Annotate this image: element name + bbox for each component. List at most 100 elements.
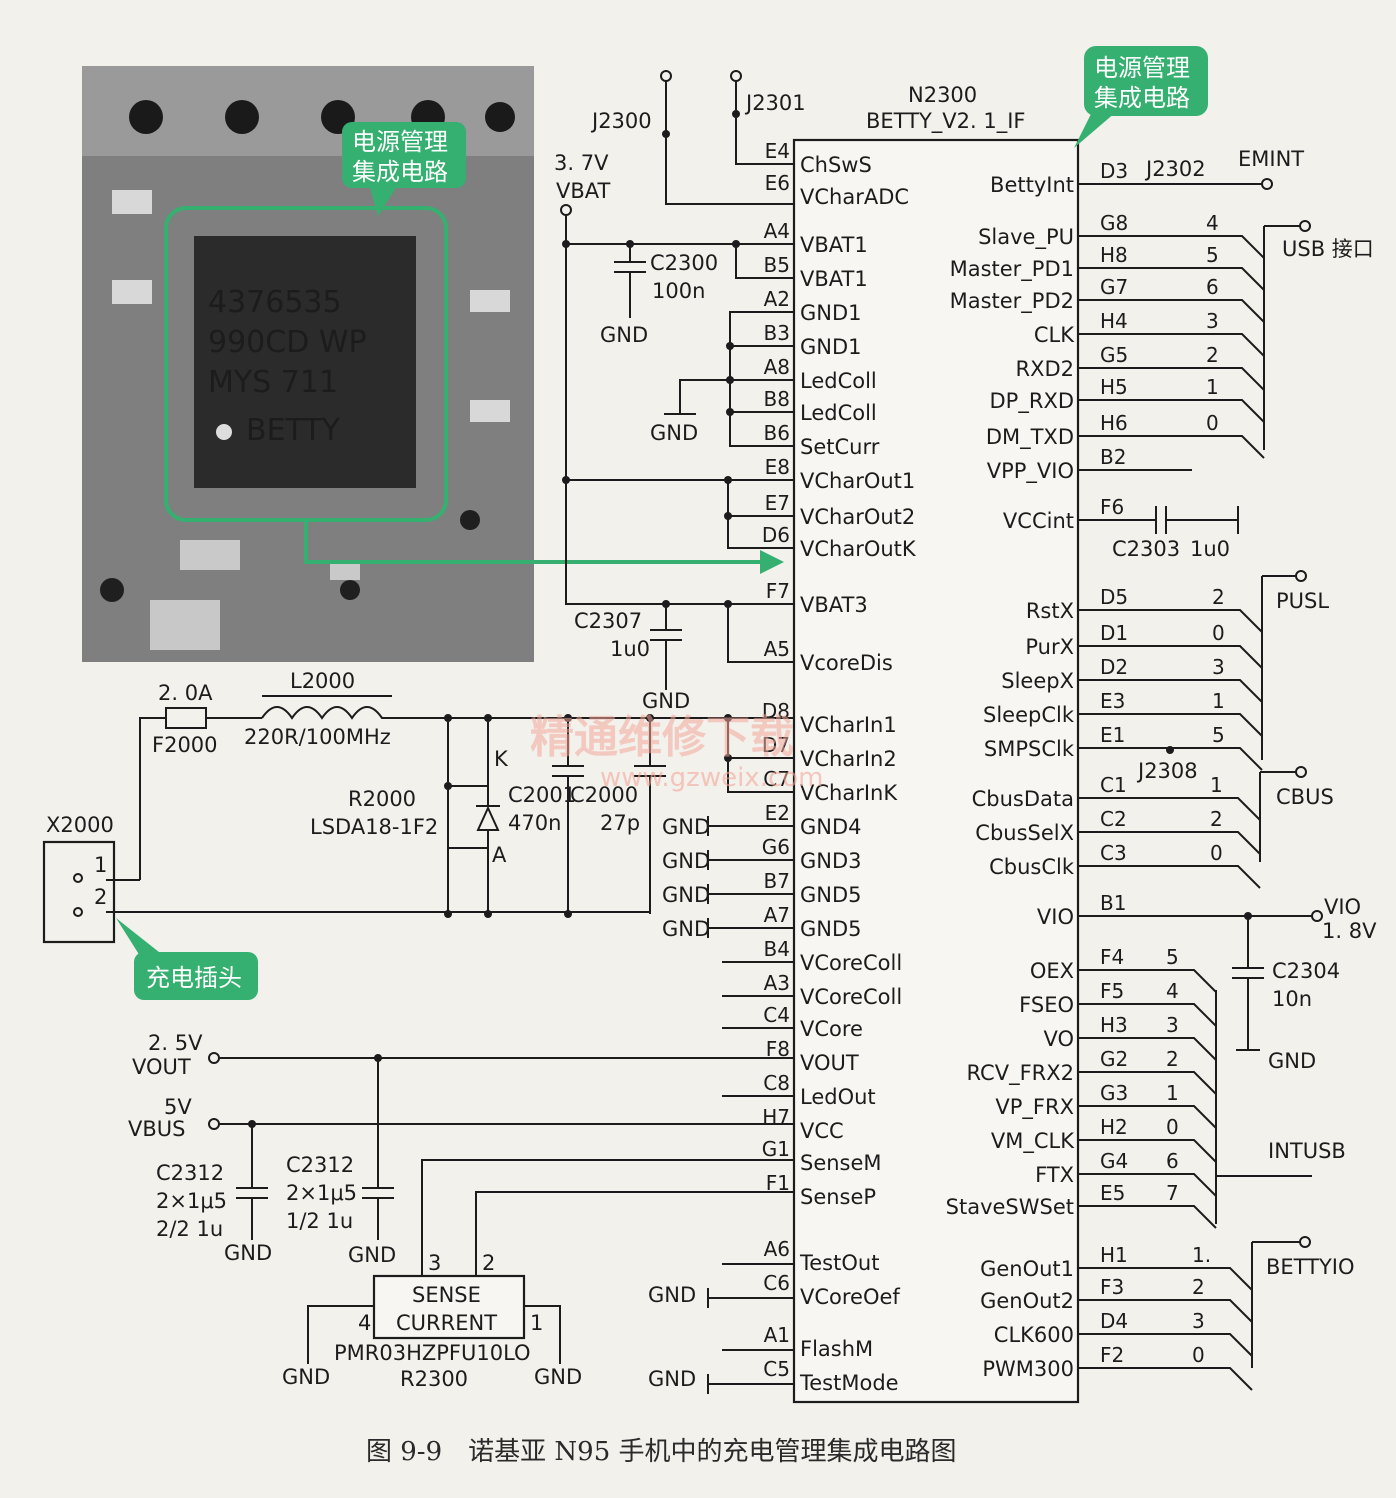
chip-pin-f5: F5 [1100, 979, 1124, 1003]
sense-top: SENSE [412, 1283, 481, 1307]
bettyio-terminal-icon [1299, 1236, 1311, 1248]
chip-signal-vcharoutk: VCharOutK [800, 537, 917, 561]
chip-pin-a3: A3 [764, 971, 790, 995]
vbus-terminal-icon [208, 1118, 220, 1130]
fuse-f2000-icon [165, 707, 207, 729]
chip-signal-genout2: GenOut2 [980, 1289, 1074, 1313]
chip-callout: 电源管理 集成电路 [1074, 46, 1208, 148]
pusl-index-0: 2 [1212, 585, 1225, 609]
arrow-head-icon [760, 550, 784, 574]
photo-callout-line-1: 电源管理 [352, 128, 448, 156]
chip-signal-vcorecoll: VCoreColl [800, 985, 902, 1009]
chip-pin-c6: C6 [763, 1271, 790, 1295]
chip-pin-g4: G4 [1100, 1149, 1128, 1173]
vio-label: VIO [1324, 895, 1361, 919]
chip-signal-clk: CLK [1034, 323, 1075, 347]
cbus-terminal-icon [1295, 766, 1307, 778]
vbus-voltage: 5V [164, 1095, 192, 1119]
intusb-index-0: 5 [1166, 945, 1179, 969]
c2304-gnd: GND [1268, 1049, 1316, 1073]
j2301-terminal-icon [730, 70, 742, 82]
chip-signal-setcurr: SetCurr [800, 435, 880, 459]
chip-pin-e7: E7 [765, 491, 790, 515]
chip-photo: 4376535 990CD WP MYS 711 BETTY 电源管理 集成电路 [82, 66, 784, 662]
chip-signal-sleepclk: SleepClk [983, 703, 1075, 727]
j2302-label: J2302 [1144, 157, 1206, 181]
sense-part: PMR03HZPFU10LO [334, 1341, 531, 1365]
chip-pin-b4: B4 [764, 937, 790, 961]
diode-k-label: K [494, 747, 509, 771]
c2300-gnd: GND [600, 323, 648, 347]
chip-pin-c3: C3 [1100, 841, 1127, 865]
chip-marking-line-2: 990CD WP [208, 325, 367, 360]
top-left-network: J2300 J2301 3. 7V VBAT C2300 100n GND GN… [554, 70, 806, 713]
vbat-voltage: 3. 7V [554, 151, 609, 175]
inductor-l2000-icon [261, 706, 392, 720]
chip-pin-a7: A7 [764, 903, 790, 927]
inductor-value: 220R/100MHz [244, 725, 391, 749]
chip-pin-e1: E1 [1100, 723, 1125, 747]
chip-pin-b6: B6 [764, 421, 790, 445]
bettyio-label: BETTYIO [1266, 1255, 1355, 1279]
chip-pin-d1: D1 [1100, 621, 1128, 645]
chip-pin-h5: H5 [1100, 375, 1128, 399]
chip-pin-a6: A6 [764, 1237, 790, 1261]
chip-signal-smpsclk: SMPSClk [984, 737, 1075, 761]
chip-signal-vcoreoef: VCoreOef [800, 1285, 900, 1309]
chip-pin-c8: C8 [763, 1071, 790, 1095]
chip-signal-chsws: ChSwS [800, 153, 872, 177]
photo-to-schematic-arrow [304, 520, 760, 564]
chip-signal-ledout: LedOut [800, 1085, 876, 1109]
cbus-bus-lines: 1 2 0 [1078, 773, 1261, 889]
chip-signal-vcharadc: VCharADC [800, 185, 909, 209]
chip-pin-f7: F7 [766, 579, 790, 603]
c2001-value: 470n [508, 811, 561, 835]
chip-signal-vbat3: VBAT3 [800, 593, 868, 617]
chip-pin-d6: D6 [762, 523, 790, 547]
chip-pin-h2: H2 [1100, 1115, 1128, 1139]
chip-pin-f2: F2 [1100, 1343, 1124, 1367]
usb-label: USB 接口 [1282, 237, 1374, 261]
sense-pin4: 4 [358, 1311, 371, 1335]
chip-signal-vccint: VCCint [1003, 509, 1074, 533]
chip-signal-purx: PurX [1025, 635, 1074, 659]
chip-signal-ledcoll: LedColl [800, 369, 877, 393]
chip-signal-vpp-vio: VPP_VIO [987, 459, 1074, 484]
chip-signal-gnd5: GND5 [800, 917, 862, 941]
gnd5a-label: GND [662, 883, 710, 907]
chip-pin-g3: G3 [1100, 1081, 1128, 1105]
j2308-label: J2308 [1136, 759, 1198, 783]
c2312a-label: C2312 [156, 1161, 224, 1185]
chip-signal-vcoredis: VcoreDis [800, 651, 893, 675]
chip-signal-oex: OEX [1030, 959, 1074, 983]
chip-pin-g8: G8 [1100, 211, 1128, 235]
sense-pin1: 1 [530, 1311, 543, 1335]
vbat-label: VBAT [556, 179, 611, 203]
chip-signal-genout1: GenOut1 [980, 1257, 1074, 1281]
emint-terminal-icon [1261, 178, 1273, 190]
intusb-index-1: 4 [1166, 979, 1179, 1003]
cbus-index-0: 1 [1210, 773, 1223, 797]
pusl-index-3: 1 [1212, 689, 1225, 713]
c2312a-note: 2/2 1u [156, 1217, 223, 1241]
c2303-label: C2303 [1112, 537, 1180, 561]
chip-callout-line-2: 集成电路 [1094, 84, 1190, 112]
chip-signal-vcharin2: VCharIn2 [800, 747, 897, 771]
cbus-index-2: 0 [1210, 841, 1223, 865]
intusb-index-7: 7 [1166, 1181, 1179, 1205]
c2312b-note: 1/2 1u [286, 1209, 353, 1233]
chip-pin-a4: A4 [764, 219, 790, 243]
chip-signal-testout: TestOut [799, 1251, 879, 1275]
vout-label: VOUT [132, 1055, 191, 1079]
chip-signal-vbat1: VBAT1 [800, 233, 868, 257]
bettyio-index-3: 0 [1192, 1343, 1205, 1367]
chip-pin-b2: B2 [1100, 445, 1126, 469]
vout-terminal-icon [208, 1052, 220, 1064]
chip-signal-ledcoll: LedColl [800, 401, 877, 425]
photo-callout: 电源管理 集成电路 [342, 122, 466, 216]
chip-pin-g1: G1 [762, 1137, 790, 1161]
cbus-index-1: 2 [1210, 807, 1223, 831]
